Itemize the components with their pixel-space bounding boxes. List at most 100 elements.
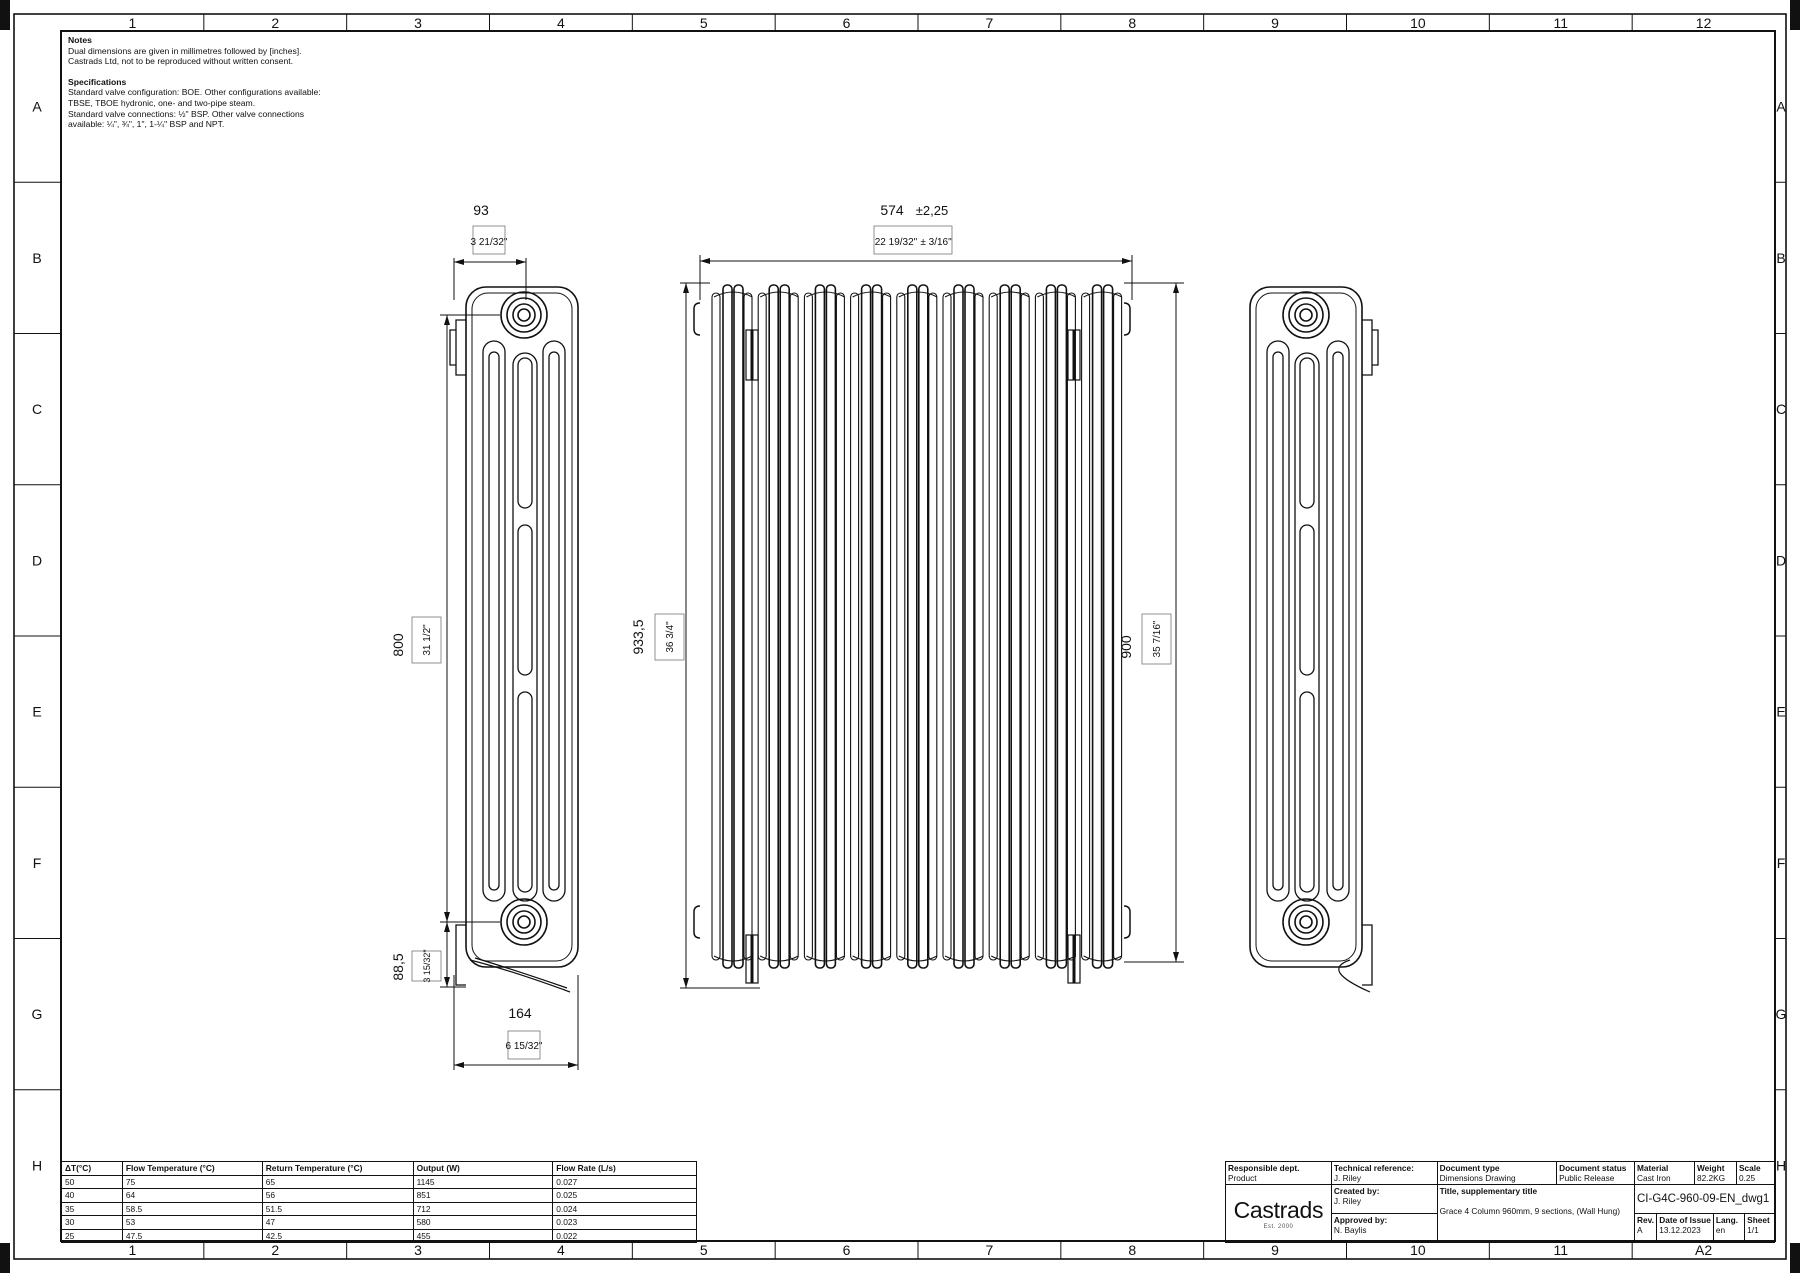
side-view-right (1249, 286, 1379, 993)
zone-column-label: 9 (1271, 1242, 1279, 1258)
zone-column-label: 7 (986, 1242, 994, 1258)
front-view (693, 284, 1131, 984)
notes-line: Dual dimensions are given in millimetres… (68, 45, 302, 56)
radiator-column (1091, 284, 1103, 969)
zone-column-label: 4 (557, 1242, 565, 1258)
table-cell: 53 (121, 1215, 263, 1230)
corner-mark-br (1790, 1243, 1800, 1273)
radiator-column (779, 284, 791, 969)
corner-mark-tl (0, 0, 10, 30)
dim-front-width-tol-in: ± 3/16" (920, 237, 952, 248)
table-cell: 47 (261, 1215, 414, 1230)
radiator-column (917, 284, 929, 969)
zone-row-label: A (1776, 99, 1786, 115)
table-header: Output (W) (412, 1161, 554, 1176)
radiator-column (1010, 284, 1022, 969)
section-hub (1083, 291, 1123, 962)
radiator-column (733, 284, 744, 969)
radiator-column (1045, 284, 1057, 969)
zone-column-label: 5 (700, 1242, 708, 1258)
dim-body-height-mm: 900 (1118, 635, 1134, 659)
zone-row-label: G (1776, 1006, 1787, 1022)
table-header: ΔT(°C) (61, 1161, 123, 1176)
dimension-arrows (444, 258, 1179, 1068)
radiator-column (896, 292, 906, 961)
corner-mark-bl (0, 1243, 10, 1273)
radiator-column (825, 284, 837, 969)
zone-column-label: 8 (1128, 15, 1136, 31)
table-cell: 51.5 (261, 1201, 414, 1216)
radiator-column (757, 292, 767, 961)
zone-row-label: E (1776, 704, 1785, 720)
zone-column-label: 3 (414, 15, 422, 31)
inch-boxes (411, 225, 1172, 1060)
section-hub (713, 291, 753, 962)
radiator-column (803, 292, 813, 961)
radiator-column (871, 284, 883, 969)
spec-line: Standard valve configuration: BOE. Other… (68, 87, 321, 98)
zone-row-label: D (32, 552, 42, 568)
radiator-column (1066, 292, 1076, 961)
radiator-column (953, 284, 964, 969)
zone-column-label: 7 (986, 15, 994, 31)
spec-line: TBSE, TBOE hydronic, one- and two-pipe s… (68, 97, 256, 108)
zone-row-label: H (32, 1157, 42, 1173)
table-cell: 58.5 (121, 1201, 263, 1216)
dim-side-width-in: 3 21/32" (471, 237, 508, 248)
created-by-cell: Created by:J. Riley (1330, 1184, 1438, 1214)
zone-row-label: F (1777, 855, 1786, 871)
section-hub (898, 291, 938, 962)
radiator-column (768, 284, 780, 969)
spec-heading: Specifications (68, 76, 127, 87)
radiator-column (850, 292, 860, 961)
table-cell: 65 (261, 1174, 414, 1189)
notes-heading: Notes (68, 35, 92, 45)
notes-line: Castrads Ltd, not to be reproduced witho… (68, 56, 293, 67)
radiator-column (1034, 292, 1044, 961)
dim-depth-mm: 164 (508, 1005, 532, 1021)
zone-row-label: B (1776, 250, 1785, 266)
approved-by-cell: Approved by:N. Baylis (1330, 1213, 1438, 1243)
table-cell: 712 (412, 1201, 554, 1216)
sheet-size-label: A2 (1695, 1242, 1712, 1258)
table-cell: 455 (412, 1228, 554, 1243)
radiator-column (928, 292, 938, 961)
table-header: Return Temperature (°C) (261, 1161, 414, 1176)
radiator-column (964, 284, 975, 969)
table-cell: 25 (61, 1228, 123, 1243)
zone-column-label: 3 (414, 1242, 422, 1258)
zone-column-label: 10 (1410, 1242, 1426, 1258)
dimension-lines (440, 255, 1184, 1070)
zone-row-label: D (1776, 552, 1786, 568)
section-hub (990, 291, 1030, 962)
table-cell: 1145 (412, 1174, 554, 1189)
zone-row-label: E (32, 704, 41, 720)
section-hub (852, 291, 892, 962)
zone-column-label: 5 (700, 15, 708, 31)
radiator-column (999, 284, 1011, 969)
dim-front-width-tol: ±2,25 (916, 203, 948, 218)
radiator-column (906, 284, 918, 969)
table-cell: 35 (61, 1201, 123, 1216)
dim-centres-in: 31 1/2" (422, 624, 433, 656)
notes-block: Notes Dual dimensions are given in milli… (68, 35, 368, 130)
zone-column-label: 2 (271, 1242, 279, 1258)
radiator-column (1102, 284, 1114, 969)
zone-row-label: B (32, 250, 41, 266)
radiator-column (789, 292, 799, 961)
zone-row-label: H (1776, 1157, 1786, 1173)
radiator-column (835, 292, 845, 961)
table-cell: 42.5 (261, 1228, 414, 1243)
zone-column-label: 1 (129, 1242, 137, 1258)
zone-column-label: 11 (1553, 1242, 1568, 1258)
table-cell: 580 (412, 1215, 554, 1230)
radiator-column (722, 284, 733, 969)
zone-column-label: 12 (1696, 15, 1712, 31)
